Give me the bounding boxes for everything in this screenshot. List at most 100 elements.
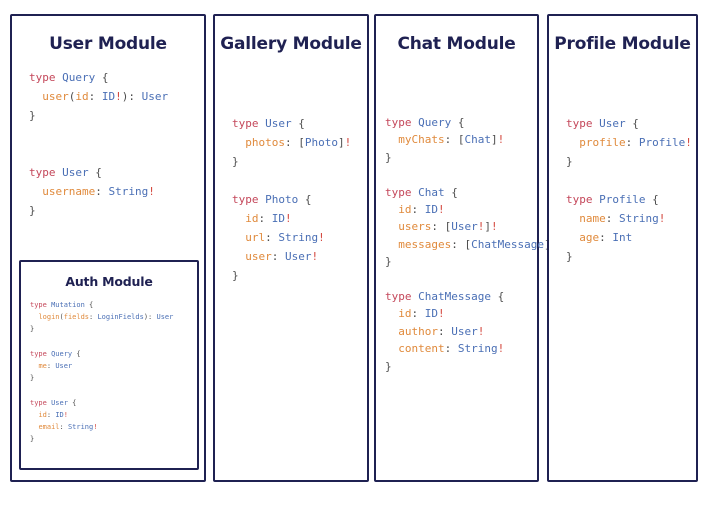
- code-token-punct: :: [59, 423, 68, 432]
- code-token-punct: : [: [444, 133, 465, 147]
- code-line: type User {: [30, 397, 197, 409]
- code-token-type: Chat: [464, 133, 491, 147]
- code-line: [29, 144, 204, 163]
- code-token-punct: :: [411, 203, 425, 217]
- code-token-punct: [29, 185, 42, 198]
- code-token-kw: type: [30, 301, 52, 309]
- code-token-type: ID: [271, 212, 285, 225]
- code-token-punct: {: [645, 193, 659, 206]
- code-token-kw: type: [385, 290, 419, 304]
- code-token-punct: {: [67, 398, 77, 407]
- code-token-punct: {: [88, 166, 102, 179]
- module-card-auth[interactable]: Auth Module type Mutation { login(fields…: [19, 260, 199, 470]
- code-token-punct: {: [298, 193, 312, 206]
- code-token-type: User: [55, 362, 73, 371]
- code-token-kw: type: [566, 193, 600, 206]
- code-token-punct: :: [444, 342, 458, 356]
- code-token-punct: :: [46, 410, 56, 419]
- code-line: myChats: [Chat]!: [385, 131, 537, 148]
- code-line: type Photo {: [232, 190, 367, 209]
- code-line: id: ID!: [385, 201, 537, 218]
- code-token-bang: !: [497, 133, 505, 147]
- code-token-bang: !: [311, 250, 319, 263]
- code-token-punct: ]: [338, 136, 345, 149]
- code-token-punct: ):: [121, 90, 142, 103]
- code-line: profile: Profile!: [566, 133, 696, 152]
- code-line: [29, 125, 204, 144]
- code-token-kw: type: [30, 398, 52, 407]
- module-card-user[interactable]: User Module type Query { user(id: ID!): …: [10, 14, 206, 482]
- code-token-field: url: [245, 231, 266, 244]
- code-token-field: email: [38, 423, 60, 432]
- code-token-type: User: [62, 166, 89, 179]
- code-token-type: Query: [51, 349, 73, 358]
- code-token-bang: !: [477, 220, 485, 234]
- code-line: }: [29, 201, 204, 220]
- code-token-punct: {: [84, 301, 94, 309]
- code-token-field: id: [398, 203, 412, 217]
- code-token-punct: [385, 238, 398, 251]
- code-token-type: Mutation: [51, 301, 85, 309]
- code-token-punct: [566, 136, 579, 149]
- code-token-type: ID: [424, 307, 438, 321]
- code-token-field: user: [245, 250, 272, 263]
- code-token-kw: type: [30, 349, 52, 358]
- code-token-punct: }: [232, 155, 239, 168]
- code-token-field: id: [38, 410, 47, 419]
- module-code-auth: type Mutation { login(fields: LoginField…: [21, 299, 197, 445]
- code-token-punct: }: [232, 269, 239, 282]
- code-token-kw: type: [385, 116, 419, 129]
- code-line: }: [566, 152, 696, 171]
- code-token-bang: !: [491, 220, 498, 234]
- code-line: type Query {: [385, 114, 537, 131]
- code-token-punct: [385, 203, 398, 216]
- module-title-gallery: Gallery Module: [220, 34, 362, 54]
- code-token-punct: [385, 133, 398, 146]
- code-token-field: id: [398, 307, 412, 321]
- code-token-punct: [232, 250, 245, 263]
- code-token-punct: {: [72, 349, 81, 358]
- code-token-type: Photo: [265, 193, 299, 206]
- code-token-bang: !: [148, 185, 155, 198]
- code-token-punct: ]: [484, 220, 491, 234]
- code-line: type Query {: [30, 348, 197, 360]
- code-token-bang: !: [63, 410, 68, 419]
- code-token-punct: :: [46, 362, 56, 371]
- code-line: content: String!: [385, 340, 537, 357]
- code-token-punct: }: [30, 435, 35, 444]
- code-token-punct: (: [59, 313, 64, 322]
- code-token-punct: [29, 90, 42, 103]
- code-token-field: photos: [245, 136, 285, 149]
- module-code-chat: type Query { myChats: [Chat]!} type Chat…: [376, 114, 557, 375]
- code-token-punct: }: [566, 250, 573, 263]
- code-token-type: ID: [55, 410, 64, 419]
- code-line: messages: [ChatMessage]!: [385, 236, 557, 253]
- code-line: age: Int: [566, 228, 696, 247]
- module-card-profile[interactable]: Profile Module type User { profile: Prof…: [547, 14, 698, 482]
- code-line: name: String!: [566, 209, 696, 228]
- code-line: type ChatMessage {: [385, 288, 537, 305]
- code-token-field: name: [579, 212, 606, 225]
- code-token-kw: type: [232, 193, 266, 206]
- code-token-type: ID: [101, 90, 116, 103]
- code-token-type: User: [141, 90, 169, 103]
- code-token-field: me: [38, 362, 47, 371]
- code-token-punct: [566, 212, 579, 225]
- code-line: type Mutation {: [30, 299, 197, 311]
- code-token-bang: !: [344, 136, 352, 149]
- code-token-punct: {: [451, 116, 465, 129]
- code-token-type: LoginFields: [97, 313, 144, 322]
- code-line: user(id: ID!): User: [29, 87, 204, 106]
- module-card-gallery[interactable]: Gallery Module type User { photos: [Phot…: [213, 14, 369, 482]
- code-token-punct: :: [258, 212, 272, 225]
- code-token-punct: }: [29, 109, 36, 122]
- code-line: }: [30, 433, 197, 445]
- module-card-chat[interactable]: Chat Module type Query { myChats: [Chat]…: [374, 14, 557, 482]
- code-line: url: String!: [232, 228, 367, 247]
- code-line: }: [30, 372, 197, 384]
- code-token-punct: [566, 231, 579, 244]
- module-title-profile: Profile Module: [554, 34, 691, 54]
- code-token-type: Chat: [418, 185, 445, 199]
- code-token-kw: type: [566, 117, 600, 130]
